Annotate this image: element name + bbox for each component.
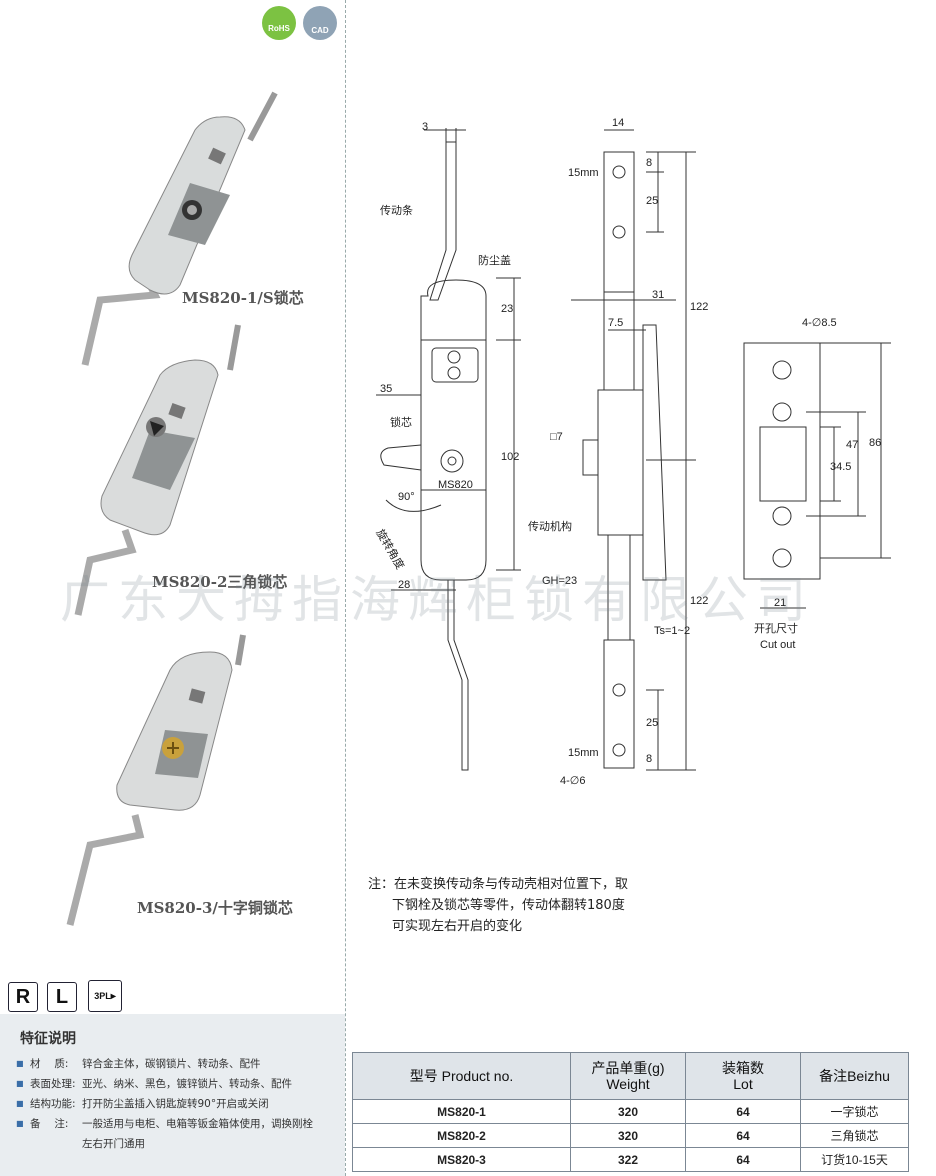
dim-3: 3 [422, 121, 428, 133]
label-rod: 传动条 [380, 203, 413, 217]
dim-122-bottom: 122 [690, 595, 708, 607]
bullet-icon: ■ [16, 1099, 24, 1108]
watermark: 广东大拇指海辉柜锁有限公司 [60, 571, 814, 629]
dim-14: 14 [612, 117, 624, 129]
rohs-badge-text: RoHS [268, 23, 290, 33]
product-label-2: MS820-2三角锁芯 [152, 573, 288, 591]
product-label-3: MS820-3/十字铜锁芯 [137, 899, 293, 917]
label-cutout-cn: 开孔尺寸 [754, 621, 798, 635]
cell-remark: 订货10-15天 [800, 1147, 909, 1172]
dim-122-top: 122 [690, 301, 708, 313]
cell-product: MS820-1 [352, 1099, 571, 1124]
dim-102: 102 [501, 451, 519, 463]
label-angle: 90° [398, 491, 415, 503]
assembly-note: 注：在未变换传动条与传动壳相对位置下，取 下钢栓及锁芯等零件，传动体翻转180度… [368, 874, 628, 937]
cell-lot: 64 [685, 1123, 801, 1148]
product-panel: RoHS CAD MS820-1/S锁芯 MS820-2三角锁芯 MS820-3… [0, 0, 345, 1176]
3pl-mark-text: 3PL [94, 991, 111, 1001]
feature-value: 一般适用与电柜、电箱等钣金箱体使用，调换刚栓 [82, 1118, 313, 1130]
feature-value: 打开防尘盖插入钥匙旋转90°开启或关闭 [82, 1098, 269, 1110]
label-travel-bottom: 15mm [568, 747, 599, 759]
dim-21: 21 [774, 597, 786, 609]
label-holes-rod: 4-∅6 [560, 775, 585, 787]
bullet-icon: ■ [16, 1059, 24, 1068]
arrow-right-icon: ▸ [110, 990, 116, 1002]
features-title: 特征说明 [20, 1031, 76, 1047]
panel-divider [345, 0, 346, 1176]
cell-lot: 64 [685, 1147, 801, 1172]
dim-8-top: 8 [646, 157, 652, 169]
dim-8-bottom: 8 [646, 753, 652, 765]
cell-weight: 320 [570, 1123, 686, 1148]
technical-drawing: 传动条 防尘盖 锁芯 旋转角度 传动机构 MS820 90° 3 14 8 25… [373, 117, 891, 787]
label-lock-core: 锁芯 [390, 415, 412, 429]
label-body-mark: MS820 [438, 479, 473, 491]
feature-value: 锌合金主体，碳钢锁片、转动条、配件 [82, 1058, 261, 1070]
cell-remark: 一字锁芯 [800, 1099, 909, 1124]
header-product-no: 型号 Product no. [352, 1052, 571, 1100]
table-row: MS820-3 322 64 订货10-15天 [352, 1147, 909, 1172]
feature-key [30, 1134, 82, 1154]
cad-badge[interactable]: CAD [303, 6, 337, 40]
feature-row: ■ 结构功能: 打开防尘盖插入钥匙旋转90°开启或关闭 [16, 1094, 269, 1114]
header-beizhu: 备注Beizhu [800, 1052, 909, 1100]
dim-47: 47 [846, 439, 858, 451]
product-image-ms820-1 [81, 91, 278, 366]
dim-7-5: 7.5 [608, 317, 623, 329]
feature-value: 亚光、纳米、黑色，镀锌锁片、转动条、配件 [82, 1078, 292, 1090]
label-travel-top: 15mm [568, 167, 599, 179]
feature-row: ■ 表面处理: 亚光、纳米、黑色，镀锌锁片、转动条、配件 [16, 1074, 292, 1094]
cell-lot: 64 [685, 1099, 801, 1124]
feature-row: ■ 左右开门通用 [16, 1134, 145, 1154]
dim-7-square: □7 [550, 431, 563, 443]
cad-badge-text: CAD [311, 25, 329, 35]
feature-row: ■ 备 注: 一般适用与电柜、电箱等钣金箱体使用，调换刚栓 [16, 1114, 313, 1134]
dim-25-bottom: 25 [646, 717, 658, 729]
dim-86: 86 [869, 437, 881, 449]
product-label-1: MS820-1/S锁芯 [182, 289, 304, 307]
cell-product: MS820-2 [352, 1123, 571, 1148]
table-row: MS820-2 320 64 三角锁芯 [352, 1123, 909, 1148]
cell-weight: 320 [570, 1099, 686, 1124]
dim-23: 23 [501, 303, 513, 315]
note-line: 可实现左右开启的变化 [392, 919, 523, 934]
bullet-icon: ■ [16, 1119, 24, 1128]
left-hand-mark: L [47, 982, 77, 1012]
cell-weight: 322 [570, 1147, 686, 1172]
dim-34-5: 34.5 [830, 461, 851, 473]
label-mechanism: 传动机构 [528, 519, 572, 533]
product-image-ms820-2 [74, 324, 241, 616]
header-weight: 产品单重(g)Weight [570, 1052, 686, 1100]
label-holes-cut: 4-∅8.5 [802, 317, 837, 329]
dim-35: 35 [380, 383, 392, 395]
feature-key: 表面处理: [30, 1078, 76, 1090]
dim-25-top: 25 [646, 195, 658, 207]
label-ts: Ts=1~2 [654, 625, 690, 637]
label-gh: GH=23 [542, 575, 577, 587]
bullet-icon: ■ [16, 1079, 24, 1088]
feature-key: 材 质: [30, 1058, 69, 1070]
dim-31: 31 [652, 289, 664, 301]
product-image-ms820-3 [66, 634, 246, 926]
label-cutout-en: Cut out [760, 639, 795, 651]
right-hand-mark: R [8, 982, 38, 1012]
note-line: 下钢栓及锁芯等零件，传动体翻转180度 [392, 898, 625, 913]
feature-key: 备 注: [30, 1118, 69, 1130]
label-dust-cover: 防尘盖 [478, 253, 511, 267]
table-row: MS820-1 320 64 一字锁芯 [352, 1099, 909, 1124]
features-section: 特征说明 ■ 材 质: 锌合金主体，碳钢锁片、转动条、配件 ■ 表面处理: 亚光… [0, 1014, 345, 1176]
note-line: 注：在未变换传动条与传动壳相对位置下，取 [368, 877, 629, 892]
3pl-mark: 3PL▸ [88, 980, 122, 1012]
feature-value: 左右开门通用 [82, 1138, 145, 1150]
dim-28: 28 [398, 579, 410, 591]
feature-row: ■ 材 质: 锌合金主体，碳钢锁片、转动条、配件 [16, 1054, 261, 1074]
cell-remark: 三角锁芯 [800, 1123, 909, 1148]
drawing-panel: 传动条 防尘盖 锁芯 旋转角度 传动机构 MS820 90° 3 14 8 25… [346, 0, 936, 1176]
rohs-badge: RoHS [262, 6, 296, 40]
cell-product: MS820-3 [352, 1147, 571, 1172]
feature-key: 结构功能: [30, 1098, 76, 1110]
